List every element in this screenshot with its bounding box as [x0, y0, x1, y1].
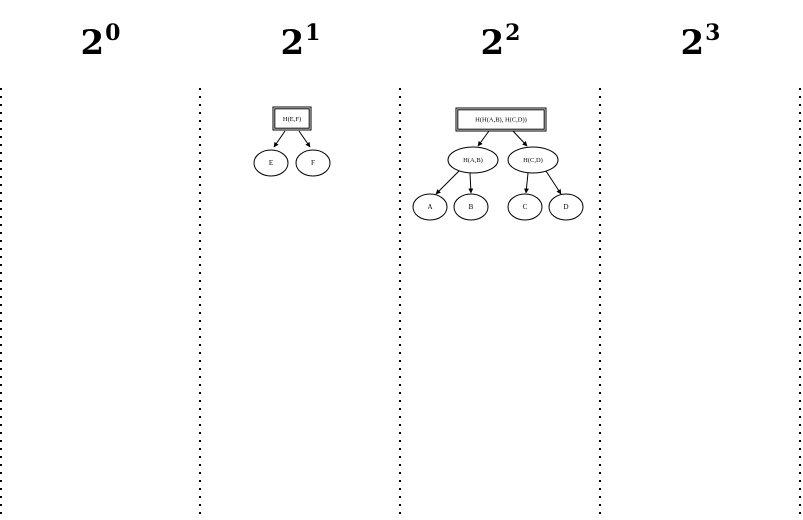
edge-root-to-hcd	[512, 130, 528, 147]
node-d-label: D	[563, 203, 568, 211]
column-divider-4	[799, 88, 801, 520]
node-a: A	[412, 193, 448, 221]
column-header-exponent: 2	[505, 19, 521, 46]
column-header-2exp0: 20	[0, 22, 200, 63]
column-header-base: 2	[280, 23, 305, 63]
column-header-2exp3: 23	[600, 22, 800, 63]
column-header-base: 2	[80, 23, 105, 63]
node-root-label: H(H(A,B), H(C,D))	[475, 116, 527, 123]
node-hcd-label: H(C,D)	[523, 157, 543, 164]
edge-hcd-to-d	[545, 170, 562, 195]
column-divider-1	[199, 88, 201, 520]
column-divider-2	[399, 88, 401, 520]
node-hab: H(A,B)	[447, 146, 499, 174]
tree-2exp2: H(H(A,B), H(C,D)) H(A,B) H(C,D) A	[412, 107, 584, 221]
node-f-label: F	[311, 159, 315, 167]
node-e-label: E	[269, 159, 273, 167]
column-header-2exp2: 22	[400, 22, 600, 63]
column-divider-0	[0, 88, 2, 520]
node-root: H(H(A,B), H(C,D))	[455, 107, 547, 132]
node-f: F	[295, 149, 331, 177]
node-hcd: H(C,D)	[507, 146, 559, 174]
column-divider-3	[599, 88, 601, 520]
node-c-label: C	[523, 203, 528, 211]
edge-hcd-to-c	[523, 172, 529, 194]
edge-root-to-hab	[477, 130, 490, 147]
column-header-exponent: 3	[705, 19, 721, 46]
node-hab-label: H(A,B)	[463, 157, 483, 164]
column-header-exponent: 0	[105, 19, 121, 46]
column-header-2exp1: 21	[200, 22, 400, 63]
edge-hef-to-e	[273, 130, 286, 148]
node-hef: H(E,F)	[272, 106, 312, 131]
node-b: B	[453, 193, 489, 221]
node-b-label: B	[469, 203, 474, 211]
node-e: E	[253, 149, 289, 177]
edge-hab-to-a	[435, 170, 460, 195]
column-header-base: 2	[480, 23, 505, 63]
node-hef-label: H(E,F)	[283, 116, 301, 123]
tree-2exp1: H(E,F) E F	[253, 106, 331, 177]
node-d: D	[548, 193, 584, 221]
edge-hef-to-f	[298, 130, 311, 148]
column-header-base: 2	[680, 23, 705, 63]
column-header-exponent: 1	[305, 19, 321, 46]
node-c: C	[507, 193, 543, 221]
edge-hab-to-b	[468, 172, 474, 194]
node-a-label: A	[427, 203, 432, 211]
